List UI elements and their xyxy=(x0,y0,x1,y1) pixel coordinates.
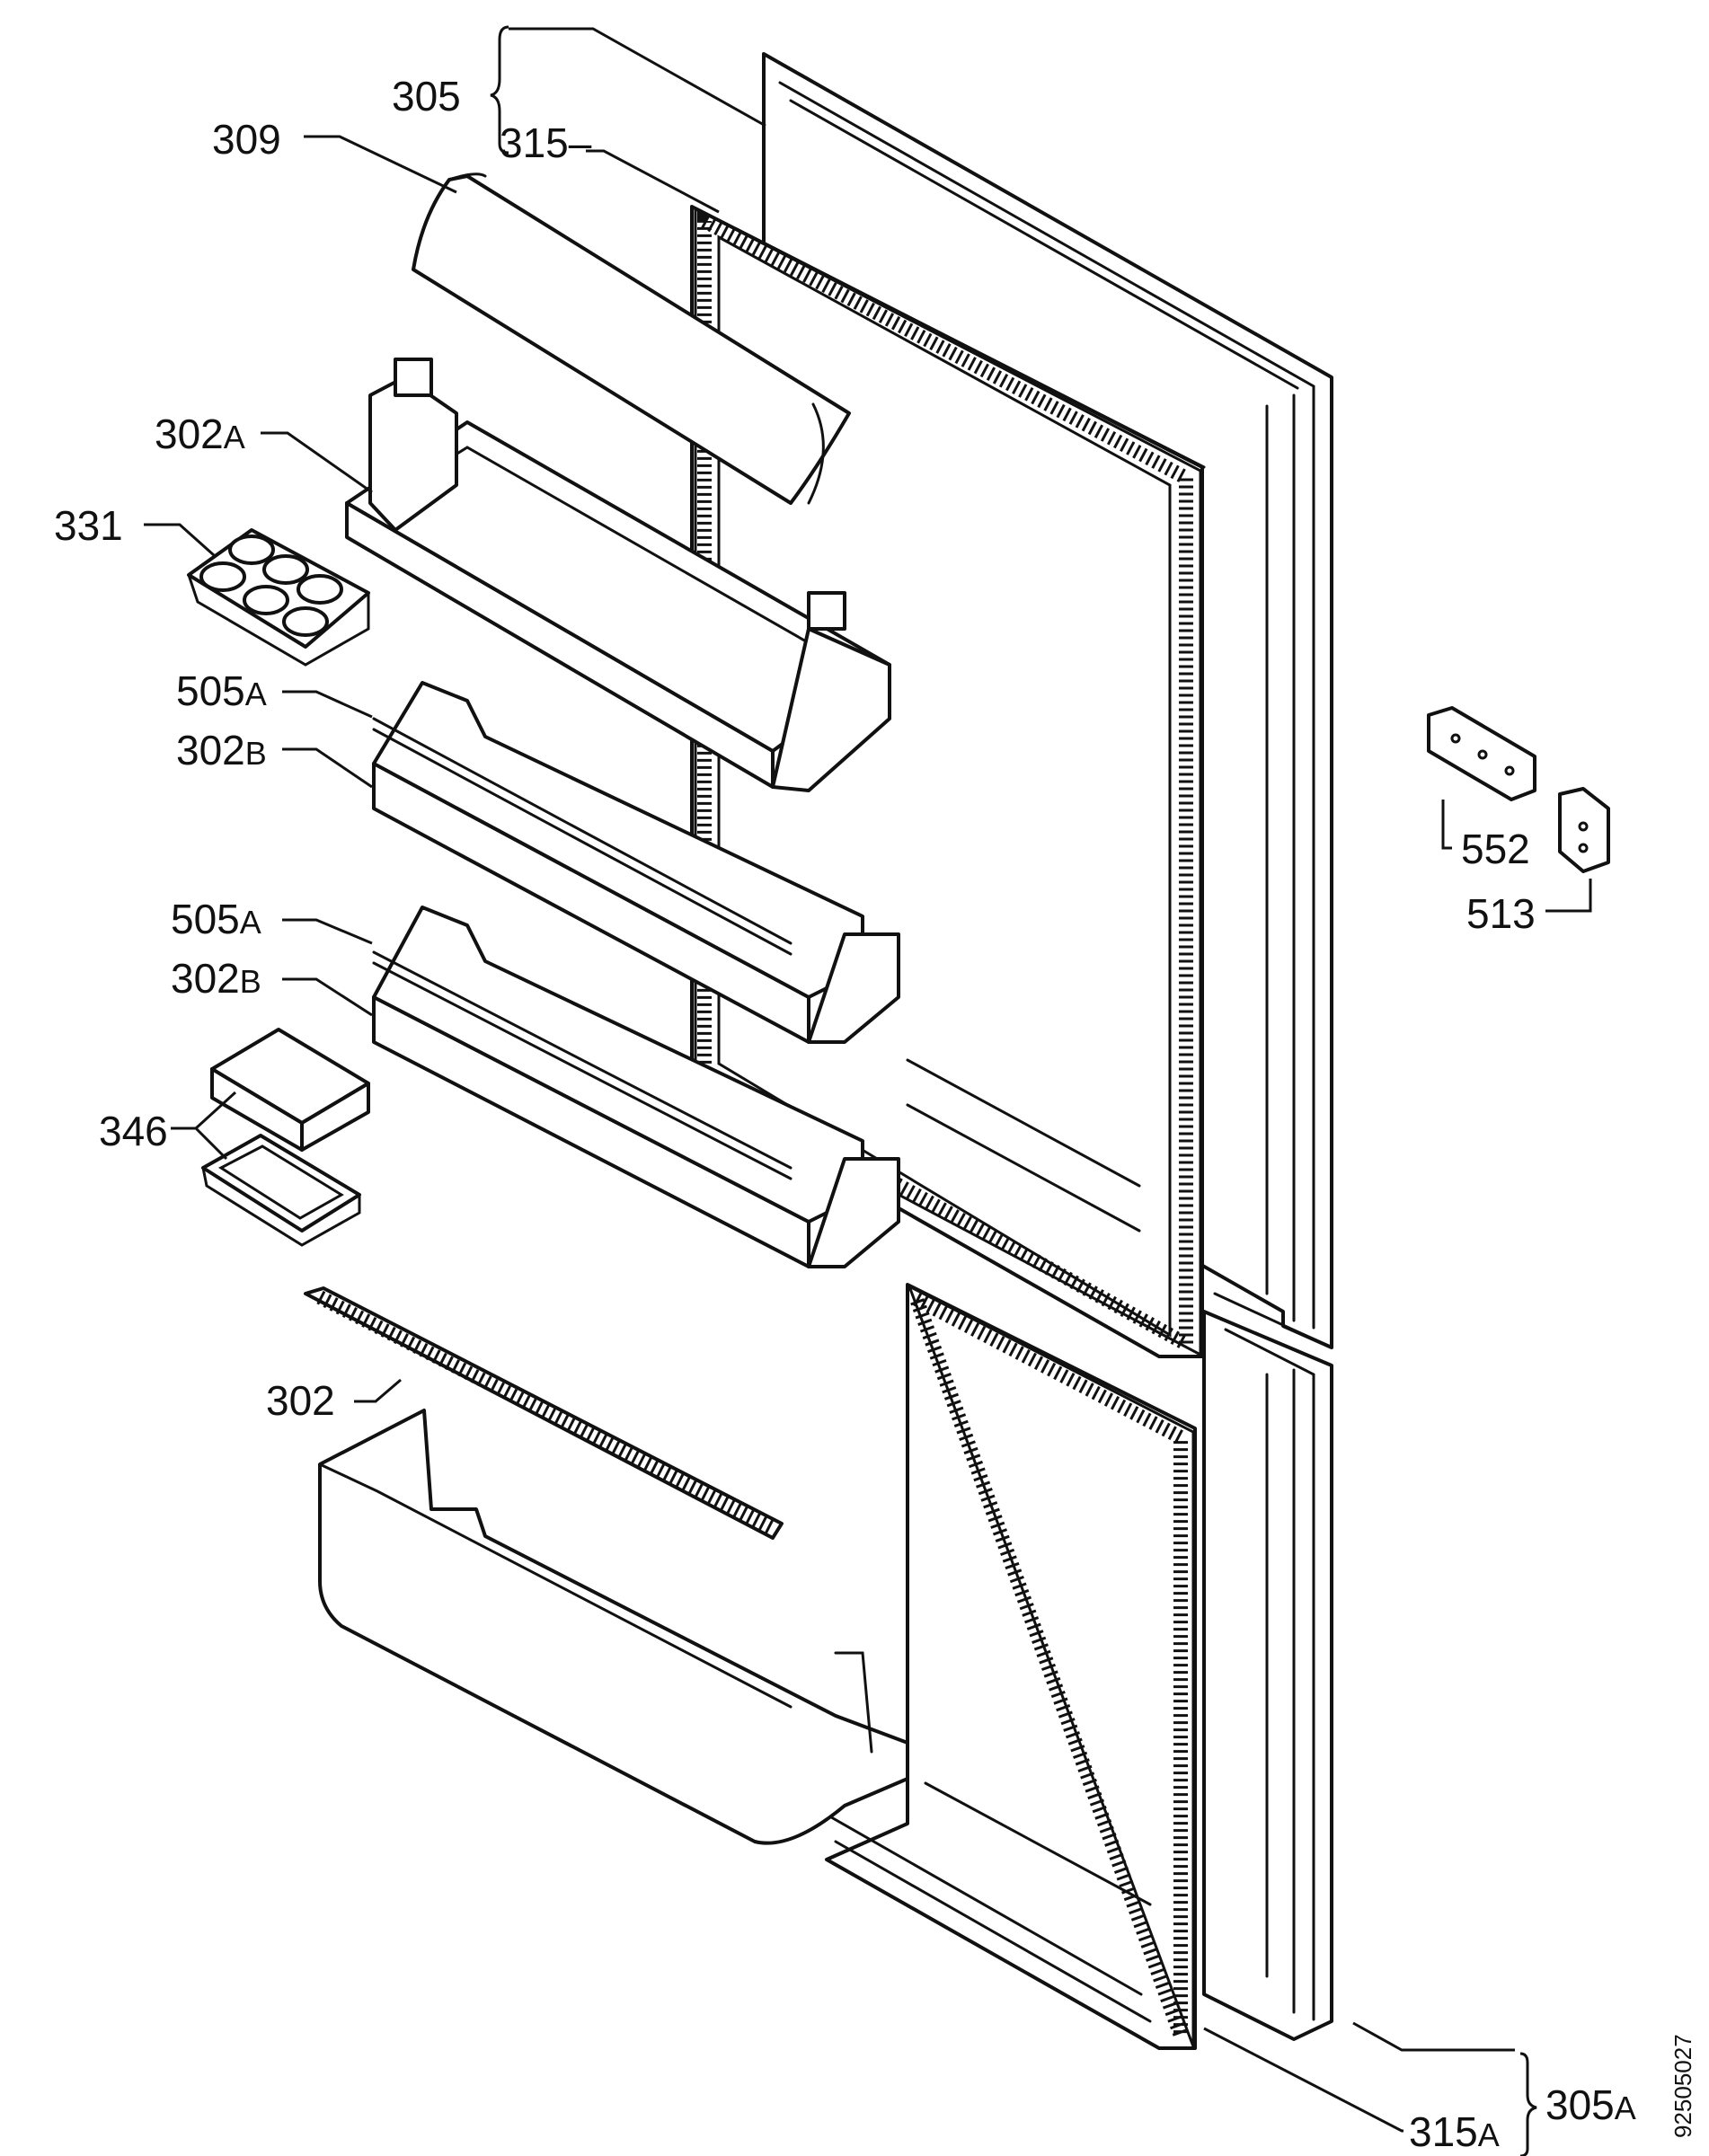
label-552: 552 xyxy=(1461,826,1530,872)
label-346: 346 xyxy=(99,1108,168,1154)
bottle-retainer-strip xyxy=(304,1286,784,1540)
label-302: 302 xyxy=(266,1377,335,1424)
label-305A: 305A xyxy=(1545,2081,1637,2128)
butter-box xyxy=(201,1028,370,1247)
label-315A: 315A xyxy=(1409,2108,1501,2155)
middle-door-shelf-2 xyxy=(372,906,900,1268)
upper-door-shelf xyxy=(345,358,891,792)
middle-door-shelf-1 xyxy=(372,681,900,1044)
label-505A-upper: 505A xyxy=(176,667,268,714)
label-302B-lower: 302B xyxy=(171,955,262,1002)
lower-door-gasket xyxy=(825,1283,1197,2050)
dairy-cover-flap xyxy=(412,172,851,505)
label-309: 309 xyxy=(212,116,281,163)
hinge-bracket xyxy=(1558,787,1610,873)
label-302B-upper: 302B xyxy=(176,727,268,773)
label-513: 513 xyxy=(1466,890,1536,937)
label-315: 315– xyxy=(500,119,592,166)
label-302A: 302A xyxy=(155,411,246,457)
lower-door-panel xyxy=(1202,1310,1333,2041)
document-id: 92505027 xyxy=(1669,2034,1696,2138)
label-331: 331 xyxy=(54,502,123,549)
hinge-plate xyxy=(1427,706,1536,801)
egg-tray xyxy=(187,528,370,667)
label-505A-lower: 505A xyxy=(171,896,262,942)
bottle-door-shelf xyxy=(318,1409,909,1845)
leader-lines xyxy=(144,25,1592,2156)
label-305: 305 xyxy=(392,73,461,119)
